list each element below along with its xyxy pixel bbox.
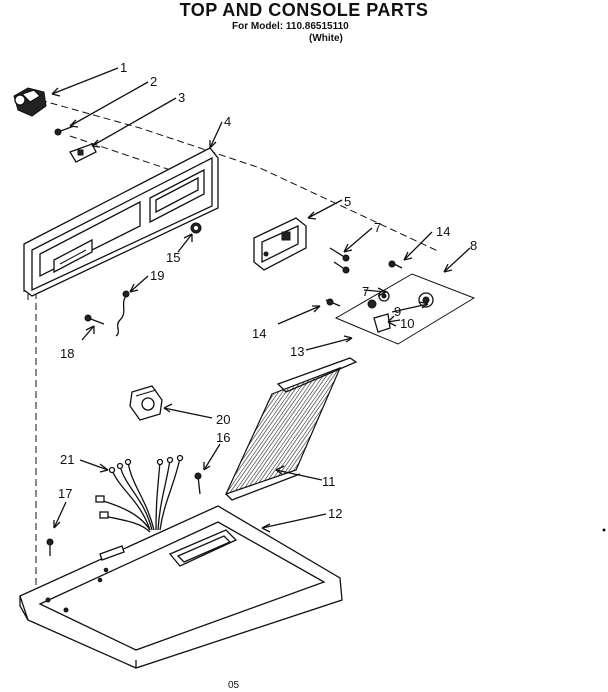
callout-7-upper: 7 xyxy=(374,220,381,235)
callout-12: 12 xyxy=(328,506,342,521)
leader-lines xyxy=(51,67,471,533)
callout-3: 3 xyxy=(178,90,185,105)
top-panel-part xyxy=(19,505,343,669)
switch-kit-part xyxy=(334,273,476,345)
screw-part-2 xyxy=(54,125,75,136)
page-code: 05 xyxy=(228,680,240,691)
callout-1: 1 xyxy=(120,60,127,75)
callout-13: 13 xyxy=(290,344,304,359)
callout-4: 4 xyxy=(224,114,231,129)
screw-part-7a xyxy=(329,247,350,274)
screw-part-16 xyxy=(194,472,202,495)
callout-21: 21 xyxy=(60,452,74,467)
callout-19: 19 xyxy=(150,268,164,283)
end-cap-part xyxy=(13,87,47,117)
bracket-part xyxy=(69,143,97,163)
callout-5: 5 xyxy=(344,194,351,209)
callout-9: 9 xyxy=(394,304,401,319)
callout-8: 8 xyxy=(470,238,477,253)
callout-2: 2 xyxy=(150,74,157,89)
callout-15: 15 xyxy=(166,250,180,265)
callout-20: 20 xyxy=(216,412,230,427)
console-panel-part xyxy=(23,147,219,300)
timer-block-part xyxy=(129,385,163,421)
callout-17: 17 xyxy=(58,486,72,501)
screw-part-17 xyxy=(46,538,54,556)
screw-part-14a xyxy=(388,260,403,269)
lint-filter-part xyxy=(224,357,358,501)
callout-10: 10 xyxy=(400,316,414,331)
assembly-line xyxy=(39,99,441,253)
title-text: TOP AND CONSOLE PARTS xyxy=(179,0,429,20)
callout-14-upper: 14 xyxy=(436,224,450,239)
screw-part-18 xyxy=(84,314,105,325)
screw-part-14b xyxy=(325,298,341,307)
callout-7-lower: 7 xyxy=(362,284,369,299)
callout-16: 16 xyxy=(216,430,230,445)
knob-part-15 xyxy=(190,222,202,234)
margin-dot xyxy=(602,528,606,532)
wire-harness-part xyxy=(115,290,130,337)
color-line: (White) xyxy=(309,33,343,44)
wiring-part xyxy=(95,454,184,533)
callout-11: 11 xyxy=(322,474,336,489)
control-plate-part xyxy=(253,217,307,271)
callout-18: 18 xyxy=(60,346,74,361)
callout-14-lower: 14 xyxy=(252,326,266,341)
model-line: For Model: 110.86515110 xyxy=(232,21,349,32)
